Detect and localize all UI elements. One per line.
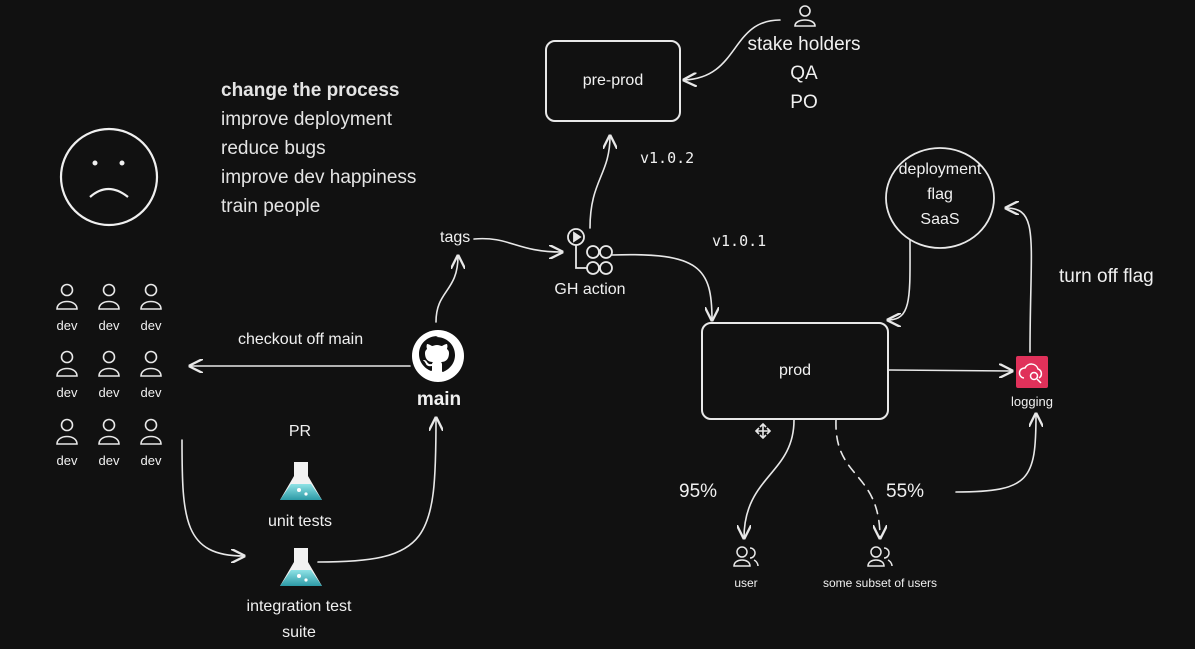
edge-logging-to-flag xyxy=(1006,208,1033,353)
flag-label-line3: SaaS xyxy=(920,211,960,228)
deployment-flag-node xyxy=(885,147,995,249)
cloud-search-icon[interactable] xyxy=(1016,356,1048,388)
person-icon xyxy=(56,418,78,445)
person-icon xyxy=(56,283,78,310)
version-label-v101: v1.0.1 xyxy=(712,232,767,250)
github-icon[interactable] xyxy=(412,330,464,382)
person-icon xyxy=(98,418,120,445)
edge-main-to-tags xyxy=(435,256,458,323)
dev-label: dev xyxy=(56,385,78,400)
note-item: improve deployment xyxy=(221,109,393,130)
flask-icon xyxy=(280,548,322,586)
tags-label: tags xyxy=(440,229,471,246)
notes-list: change the process improve deployment re… xyxy=(221,76,416,221)
note-item: train people xyxy=(221,196,321,217)
flag-label-line1: deployment xyxy=(898,161,982,178)
edge-tags-to-gh-action xyxy=(473,237,562,252)
dev-label: dev xyxy=(140,318,162,333)
edge-stakeholders-to-preprod xyxy=(684,19,781,80)
pr-label: PR xyxy=(288,423,312,440)
edge-integration-to-main xyxy=(317,418,436,563)
edge-prod-to-subset xyxy=(835,419,880,538)
dev-label: dev xyxy=(56,318,78,333)
pre-prod-label: pre-prod xyxy=(582,72,644,89)
stakeholders-label-line1: stake holders xyxy=(747,34,861,55)
note-item: reduce bugs xyxy=(221,138,326,159)
move-cursor-icon xyxy=(754,422,772,440)
dev-label: dev xyxy=(140,453,162,468)
stakeholders-label-line3: PO xyxy=(790,92,818,113)
person-icon xyxy=(794,5,816,27)
percent-55-label: 55% xyxy=(886,481,925,502)
dev-label: dev xyxy=(98,318,120,333)
dev-label: dev xyxy=(56,453,78,468)
edge-devs-to-integration xyxy=(181,439,244,556)
subset-users-label: some subset of users xyxy=(822,576,938,590)
pre-prod-node[interactable]: pre-prod xyxy=(545,40,681,122)
edge-subset-to-logging xyxy=(955,414,1036,493)
person-icon xyxy=(98,350,120,377)
person-icon xyxy=(98,283,120,310)
note-item: improve dev happiness xyxy=(221,167,417,188)
person-icon xyxy=(140,283,162,310)
note-item: change the process xyxy=(221,80,400,101)
dev-label: dev xyxy=(98,453,120,468)
integration-label-line1: integration test xyxy=(246,598,352,615)
edge-prod-to-logging xyxy=(887,370,1012,371)
edge-flag-to-prod xyxy=(888,239,911,320)
integration-label-line2: suite xyxy=(282,624,316,641)
users-icon xyxy=(733,546,759,567)
flag-label-line2: flag xyxy=(927,186,953,203)
stakeholders-label-line2: QA xyxy=(790,63,818,84)
logging-label: logging xyxy=(1011,394,1053,409)
main-label: main xyxy=(416,389,462,410)
prod-label: prod xyxy=(778,362,812,379)
unit-tests-label: unit tests xyxy=(267,513,333,530)
dev-label: dev xyxy=(140,385,162,400)
edge-gh-to-preprod xyxy=(589,136,610,229)
dev-label: dev xyxy=(98,385,120,400)
version-label-v102: v1.0.2 xyxy=(640,149,695,167)
user-label: user xyxy=(734,576,758,590)
gh-action-label: GH action xyxy=(554,281,626,298)
flask-icon xyxy=(280,462,322,500)
prod-node[interactable]: prod xyxy=(701,322,889,420)
sad-face-icon xyxy=(59,127,159,227)
person-icon xyxy=(140,418,162,445)
percent-95-label: 95% xyxy=(679,481,718,502)
checkout-label: checkout off main xyxy=(238,331,364,348)
users-icon xyxy=(867,546,893,567)
person-icon xyxy=(56,350,78,377)
workflow-icon xyxy=(567,228,613,275)
person-icon xyxy=(140,350,162,377)
edge-gh-to-prod xyxy=(611,253,712,320)
turn-off-flag-label: turn off flag xyxy=(1059,266,1154,287)
edge-prod-to-user xyxy=(744,419,795,538)
